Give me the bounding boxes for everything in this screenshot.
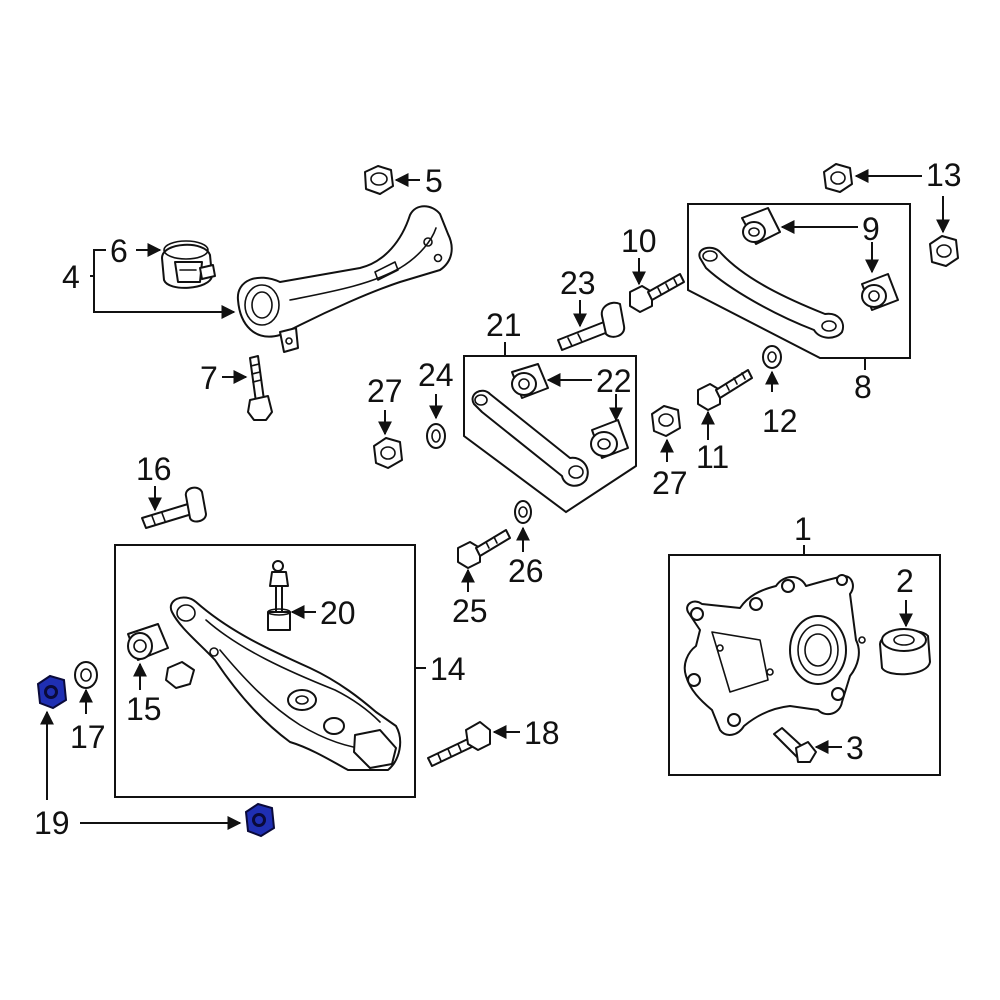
part-18-bolt[interactable] <box>427 721 491 767</box>
part-5-nut[interactable] <box>364 165 394 195</box>
callout-17[interactable]: 17 <box>70 719 106 755</box>
callout-13[interactable]: 13 <box>926 157 962 193</box>
callout-7[interactable]: 7 <box>200 360 218 396</box>
group-box-21 <box>463 355 637 514</box>
callout-23[interactable]: 23 <box>560 265 596 301</box>
callout-1[interactable]: 1 <box>794 511 812 547</box>
part-6-bushing[interactable] <box>161 240 216 289</box>
part-26-washer[interactable] <box>514 500 532 524</box>
callout-16[interactable]: 16 <box>136 451 172 487</box>
part-12-washer[interactable] <box>762 345 782 369</box>
callout-11[interactable]: 11 <box>696 439 729 475</box>
callout-18[interactable]: 18 <box>524 715 560 751</box>
part-11-bolt[interactable] <box>697 369 753 411</box>
part-22-bushing-a[interactable] <box>511 363 549 399</box>
callout-5[interactable]: 5 <box>425 163 443 199</box>
bracket-4 <box>93 249 236 319</box>
part-15-bushing[interactable] <box>127 623 169 661</box>
callout-4[interactable]: 4 <box>62 259 80 295</box>
part-4-trailing-arm[interactable] <box>236 205 453 353</box>
part-13-nut-a[interactable] <box>823 163 853 193</box>
callout-27b[interactable]: 27 <box>652 465 688 501</box>
part-2-bushing[interactable] <box>879 628 931 676</box>
part-19-nut-a-highlighted[interactable] <box>36 674 68 710</box>
part-20-stabilizer-link[interactable] <box>267 560 291 631</box>
part-16-bolt[interactable] <box>141 486 207 529</box>
part-21-link[interactable] <box>471 389 589 487</box>
callout-14[interactable]: 14 <box>430 651 466 687</box>
part-22-bushing-b[interactable] <box>590 419 629 459</box>
part-9-bushing-b[interactable] <box>861 273 899 311</box>
group-box-14 <box>114 544 416 798</box>
part-3-bolt[interactable] <box>773 727 817 763</box>
part-19-nut-b-highlighted[interactable] <box>244 802 276 838</box>
part-27-nut-a[interactable] <box>373 437 403 469</box>
callout-8[interactable]: 8 <box>854 369 872 405</box>
part-1-knuckle[interactable] <box>683 574 866 736</box>
callout-15[interactable]: 15 <box>126 691 162 727</box>
part-25-bolt[interactable] <box>457 529 511 569</box>
part-27-nut-b[interactable] <box>651 405 681 437</box>
callout-2[interactable]: 2 <box>896 563 914 599</box>
part-13-nut-b[interactable] <box>929 235 959 267</box>
callout-27a[interactable]: 27 <box>367 373 403 409</box>
callout-26[interactable]: 26 <box>508 553 544 589</box>
part-23-bolt[interactable] <box>557 301 626 351</box>
part-10-bolt[interactable] <box>629 273 685 313</box>
callout-3[interactable]: 3 <box>846 730 864 766</box>
part-14-lower-arm[interactable] <box>169 596 402 771</box>
part-24-washer[interactable] <box>426 423 446 449</box>
callout-19[interactable]: 19 <box>34 805 70 841</box>
callout-12[interactable]: 12 <box>762 403 798 439</box>
callout-6[interactable]: 6 <box>110 233 128 269</box>
callout-21[interactable]: 21 <box>486 307 522 343</box>
callout-22[interactable]: 22 <box>596 363 632 399</box>
callout-10[interactable]: 10 <box>621 223 657 259</box>
part-17-washer[interactable] <box>74 661 98 689</box>
callout-24[interactable]: 24 <box>418 357 454 393</box>
callout-25[interactable]: 25 <box>452 593 488 629</box>
part-7-bolt[interactable] <box>247 355 273 421</box>
part-15-stud[interactable] <box>165 661 195 689</box>
callout-9[interactable]: 9 <box>862 211 880 247</box>
part-8-arm[interactable] <box>698 246 844 339</box>
part-9-bushing-a[interactable] <box>741 207 781 245</box>
callout-20[interactable]: 20 <box>320 595 356 631</box>
